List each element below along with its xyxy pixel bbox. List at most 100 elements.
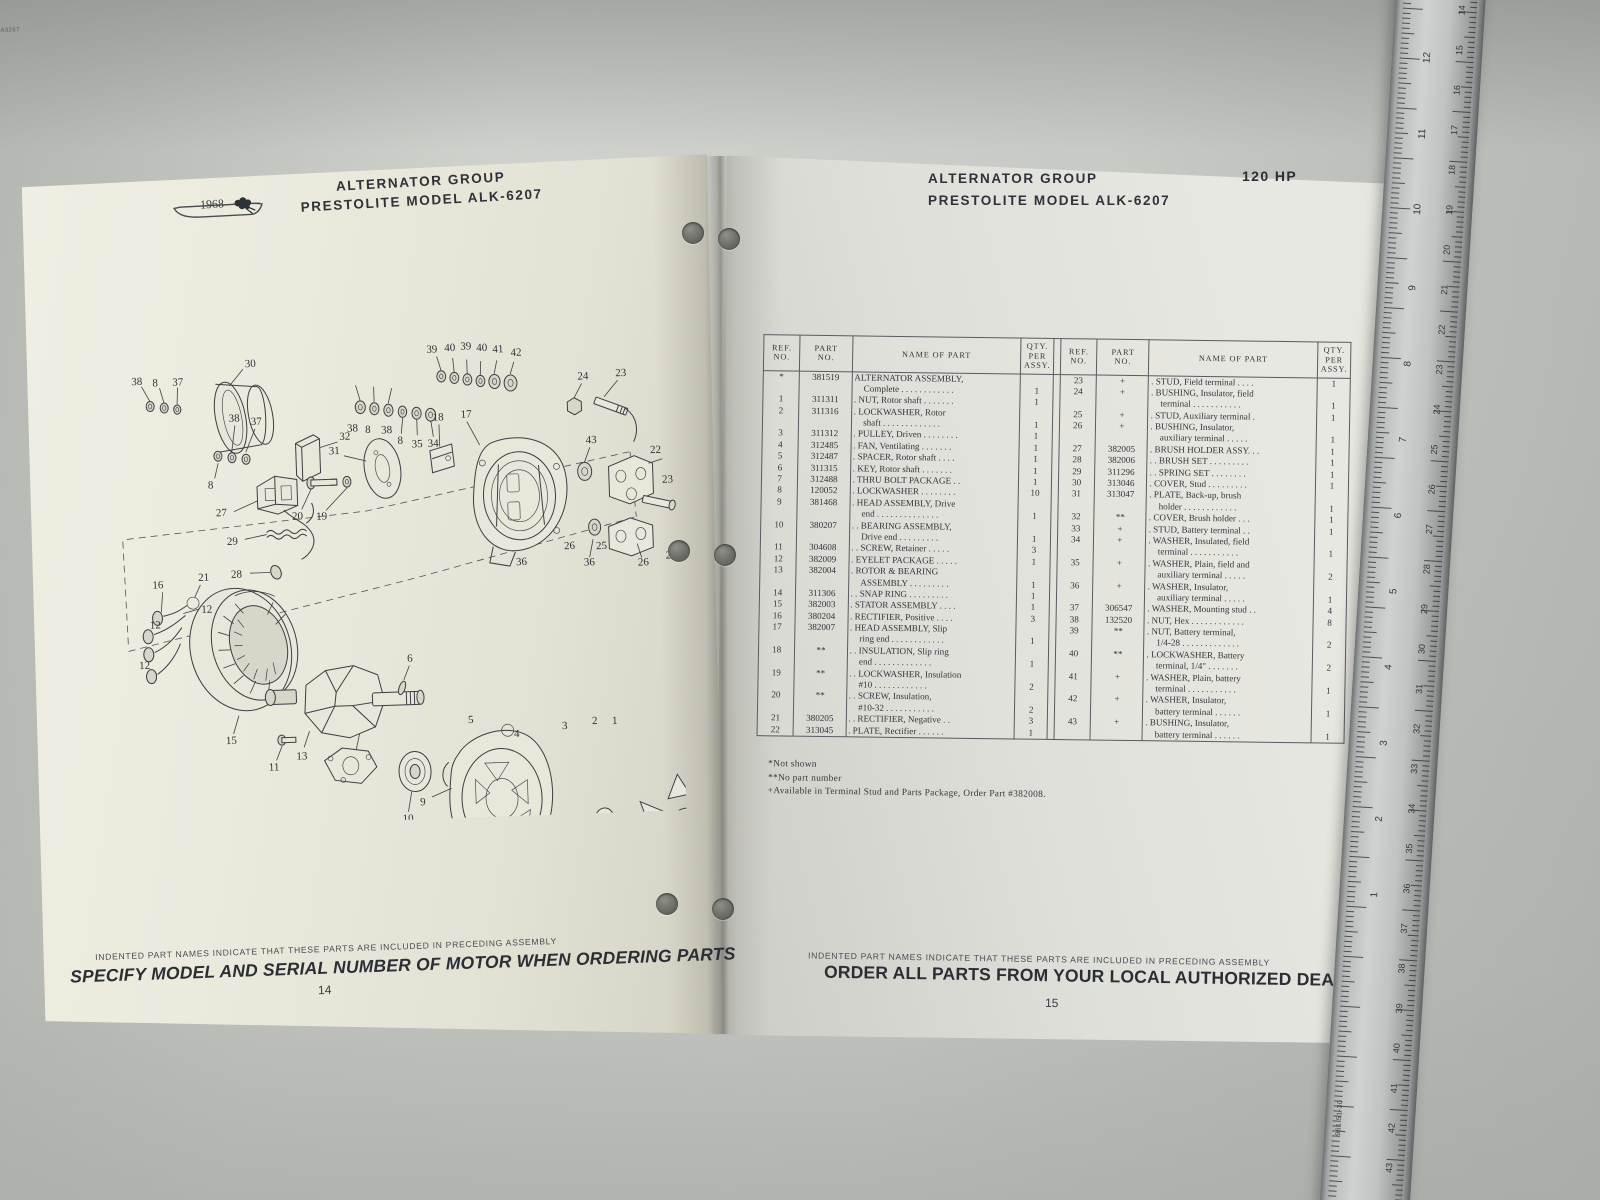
ruler-tick	[1406, 1014, 1414, 1017]
ruler-tick	[1355, 756, 1376, 759]
ruler-tick	[1470, 6, 1478, 9]
table-cell-qty	[1315, 674, 1343, 686]
cell-name-left: ALTERNATOR ASSEMBLY,Complete . . . . . .…	[846, 372, 1020, 739]
table-cell-qty: 1	[1328, 526, 1334, 537]
ruler-tick	[1393, 152, 1402, 154]
table-cell-qty	[1315, 629, 1343, 641]
svg-text:12: 12	[201, 604, 212, 616]
ruler-tick	[1411, 929, 1420, 932]
ruler-tick	[1457, 136, 1469, 138]
table-cell-part: 382007	[807, 621, 836, 633]
ruler-tick	[1361, 666, 1370, 668]
ruler-tick	[1419, 805, 1427, 807]
svg-text:8: 8	[397, 435, 403, 447]
ruler-tick	[1331, 1145, 1340, 1147]
ruler-tick	[1396, 107, 1417, 110]
ruler-tick	[1338, 1025, 1347, 1028]
ruler-tick	[1391, 187, 1400, 189]
table-cell-ref	[1060, 545, 1092, 557]
ruler-tick	[1359, 701, 1368, 703]
svg-text:21: 21	[198, 572, 209, 584]
table-cell-qty: 1	[1030, 590, 1036, 601]
ruler-tick	[1441, 465, 1449, 468]
ruler-tick	[1442, 385, 1454, 388]
ruler-tick	[1357, 731, 1371, 733]
table-cell-part	[1094, 683, 1141, 695]
ruler-inch-number: 28	[1421, 563, 1433, 575]
svg-text:13: 13	[296, 750, 308, 762]
ruler-tick	[1366, 591, 1375, 593]
svg-text:27: 27	[216, 507, 228, 519]
ruler-tick	[1417, 659, 1436, 662]
ruler-tick	[1458, 191, 1466, 193]
ruler-tick	[1464, 101, 1472, 104]
ruler-tick	[1402, 7, 1423, 10]
table-cell-qty: 2	[1326, 662, 1332, 673]
ruler-tick	[1385, 277, 1394, 279]
ruler-tick	[1340, 995, 1349, 998]
right-page-header: ALTERNATOR GROUP PRESTOLITE MODEL ALK-62…	[928, 168, 1170, 212]
svg-text:35: 35	[411, 438, 423, 450]
ruler-tick	[1380, 361, 1389, 364]
ruler-tick	[1462, 131, 1470, 133]
ruler-tick	[1422, 755, 1431, 757]
ruler-tick	[1357, 736, 1366, 738]
ruler-tick	[1347, 890, 1356, 893]
ruler-tick	[1374, 461, 1383, 464]
table-cell-part: 380204	[807, 610, 836, 621]
ruler-tick	[1432, 600, 1440, 603]
ruler-inch-number: 16	[1451, 84, 1463, 96]
table-cell-ref	[760, 678, 792, 690]
svg-text:37: 37	[172, 376, 184, 388]
ruler-tick	[1361, 661, 1370, 663]
ruler-tick	[1395, 122, 1404, 124]
ruler-cm-number: 11	[1416, 128, 1429, 140]
table-cell-qty: 1	[1029, 658, 1035, 670]
ruler-tick	[1387, 247, 1396, 249]
ruler-tick	[1350, 835, 1359, 838]
ruler-tick	[1408, 979, 1416, 982]
ruler-tick	[1396, 1174, 1404, 1176]
table-cell-part: 382003	[808, 599, 836, 610]
table-cell-ref: 25	[1073, 408, 1083, 420]
ruler-tick	[1424, 725, 1432, 727]
svg-text:11: 11	[269, 761, 280, 773]
ruler-tick	[1378, 401, 1387, 404]
ruler-tick	[1421, 780, 1429, 782]
ruler-tick	[1443, 420, 1452, 423]
svg-text:17: 17	[460, 408, 472, 420]
ruler-tick	[1398, 77, 1407, 79]
ruler-tick	[1343, 950, 1352, 953]
table-cell-ref: 20	[771, 689, 781, 700]
ruler-tick	[1452, 281, 1460, 283]
ruler-tick	[1468, 26, 1476, 29]
ruler-tick	[1447, 371, 1455, 373]
table-cell-ref	[1058, 637, 1090, 649]
ruler-tick	[1456, 221, 1464, 223]
table-cell-part: 312487	[810, 451, 839, 462]
svg-text:36: 36	[584, 556, 596, 568]
svg-text:22: 22	[650, 444, 661, 456]
table-cell-ref: 17	[772, 621, 782, 632]
ruler-tick	[1328, 1190, 1337, 1192]
ruler-tick	[1417, 785, 1429, 787]
ruler-tick	[1431, 620, 1439, 623]
ruler-tick	[1404, 1044, 1412, 1047]
table-cell-qty: 1	[1325, 731, 1330, 742]
table-cell-part	[1094, 637, 1141, 649]
table-cell-qty: 1	[1329, 480, 1335, 491]
table-cell-ref: 26	[1072, 420, 1083, 431]
ruler-tick	[1335, 1085, 1344, 1087]
table-cell-part: 382006	[1107, 454, 1136, 466]
ruler-tick	[1362, 646, 1371, 648]
ruler-tick	[1330, 1165, 1339, 1167]
ruler-tick	[1373, 466, 1383, 469]
ruler-tick	[1454, 256, 1462, 258]
ruler-tick	[1361, 671, 1370, 673]
ruler-tick	[1390, 207, 1411, 210]
ruler-tick	[1405, 1029, 1413, 1032]
ruler-tick	[1351, 830, 1365, 833]
ruler-tick	[1421, 775, 1429, 777]
ruler-tick	[1341, 985, 1350, 988]
ruler-tick	[1400, 37, 1410, 40]
